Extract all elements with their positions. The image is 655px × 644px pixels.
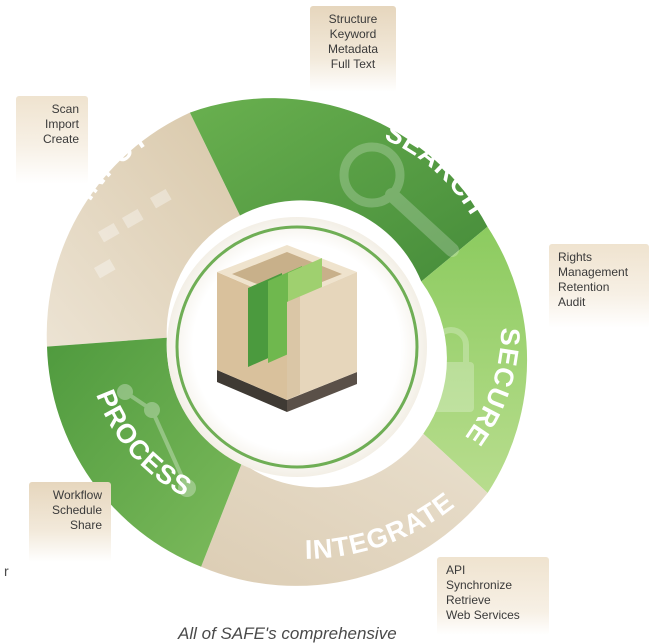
callout-input-item: Create [42, 132, 79, 146]
partial-text-fragment: r [4, 563, 9, 579]
callout-secure: Rights Management Retention Audit [549, 244, 649, 328]
callout-search-item: Metadata [327, 42, 379, 56]
callout-secure-item: Management [558, 265, 629, 279]
secure-lock-icon [428, 327, 474, 412]
search-magnifier-icon [339, 142, 459, 257]
callout-secure-item: Audit [558, 295, 586, 309]
callout-input: Scan Import Create [16, 96, 88, 184]
callout-integrate-item: API [446, 563, 466, 577]
callout-search-item: Full Text [330, 57, 376, 71]
input-tile-pattern [94, 189, 172, 279]
segment-search [189, 98, 488, 282]
callout-integrate-item: Retrieve [446, 593, 491, 607]
filing-box-icon [217, 245, 357, 412]
process-network-icon [117, 384, 196, 497]
segment-process [47, 337, 242, 567]
callout-process-item: Workflow [52, 488, 102, 502]
callout-secure-item: Rights [558, 250, 593, 264]
center-ring [175, 225, 419, 469]
callout-search-item: Keyword [329, 27, 377, 41]
callout-integrate-item: Synchronize [446, 578, 513, 592]
callout-secure-item: Retention [558, 280, 610, 294]
callout-search: Structure Keyword Metadata Full Text [310, 6, 396, 92]
callout-search-item: Structure [328, 12, 378, 26]
callout-input-item: Scan [51, 102, 79, 116]
segment-secure [421, 226, 528, 493]
callout-input-item: Import [44, 117, 79, 131]
segment-input [46, 112, 240, 347]
callout-process: Workflow Schedule Share [29, 482, 111, 562]
callout-process-item: Share [69, 518, 102, 532]
callout-integrate: API Synchronize Retrieve Web Services [437, 557, 549, 635]
caption-text: All of SAFE's comprehensive [178, 624, 397, 643]
callout-integrate-item: Web Services [446, 608, 520, 622]
segment-integrate [201, 433, 488, 586]
callout-process-item: Schedule [51, 503, 102, 517]
